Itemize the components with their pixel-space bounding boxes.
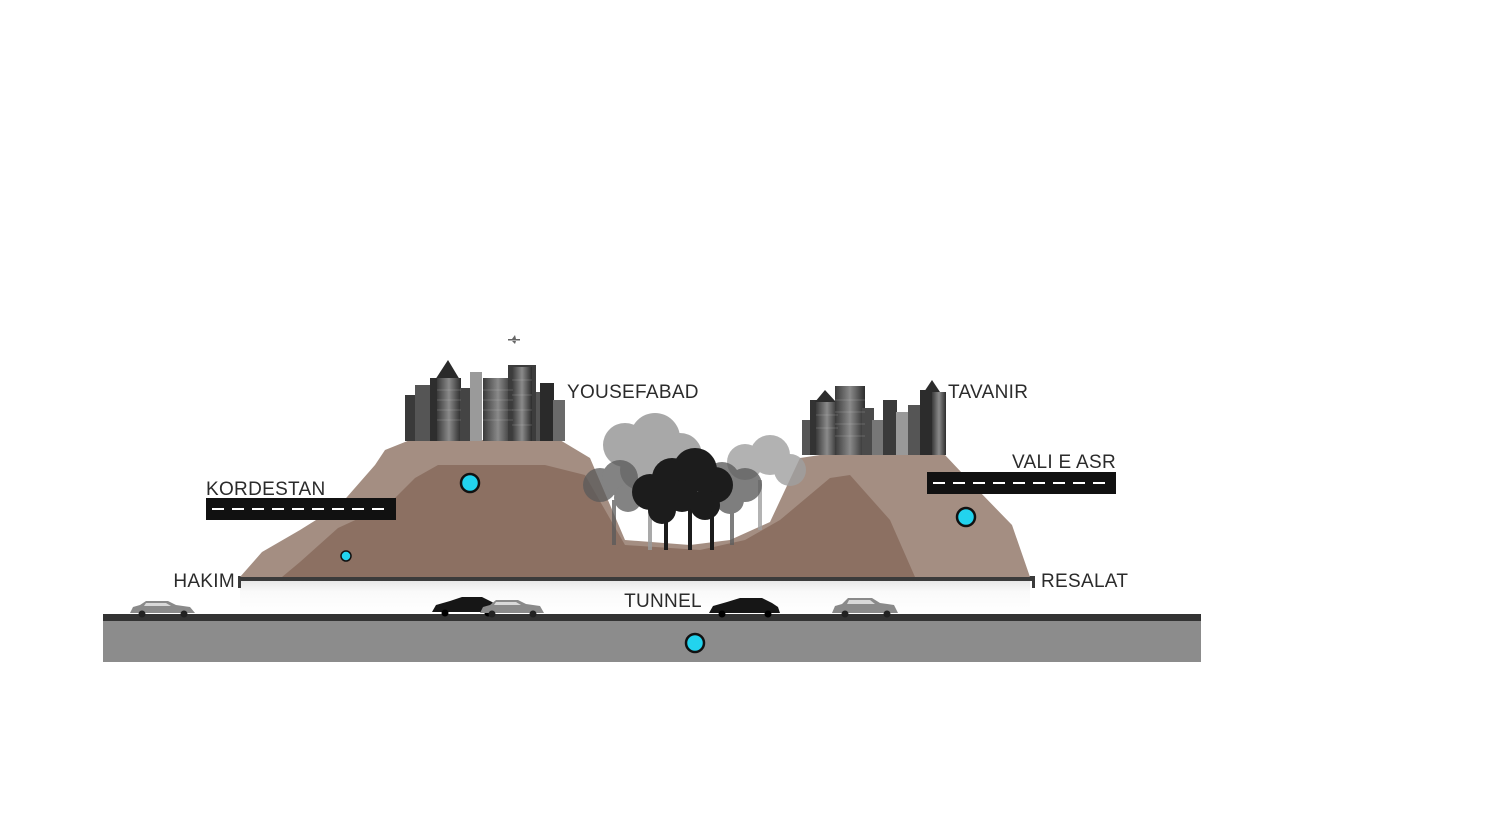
road-surface	[103, 614, 1201, 621]
kordestan-road	[206, 498, 396, 520]
skyline-icon	[405, 360, 565, 441]
car-icon	[480, 600, 544, 618]
skyline-icon	[802, 380, 946, 455]
car-icon	[832, 598, 898, 618]
marker-vali-e-asr	[955, 506, 977, 528]
airplane-icon	[508, 335, 520, 344]
hill-inner	[282, 465, 915, 577]
car-icon	[130, 601, 195, 618]
label-kordestan: KORDESTAN	[206, 479, 326, 500]
marker-kordestan	[340, 550, 352, 562]
tree-icon	[632, 448, 733, 550]
label-hakim: HAKIM	[173, 571, 235, 592]
marker-tunnel	[684, 632, 706, 654]
tree-grove	[583, 413, 806, 550]
label-tavanir: TAVANIR	[948, 382, 1028, 403]
label-resalat: RESALAT	[1041, 571, 1128, 592]
label-vali-e-asr: VALI E ASR	[1012, 452, 1116, 473]
marker-yousefabad	[459, 472, 481, 494]
tunnel-space	[240, 580, 1030, 614]
tunnel-roof	[238, 576, 1035, 581]
vali-e-asr-road	[927, 472, 1116, 494]
tunnel-right-post	[1032, 576, 1035, 588]
label-yousefabad: YOUSEFABAD	[567, 382, 699, 403]
label-tunnel: TUNNEL	[624, 591, 702, 612]
car-icon	[709, 598, 780, 618]
ground-slab	[103, 620, 1201, 662]
tunnel-left-post	[238, 576, 241, 588]
